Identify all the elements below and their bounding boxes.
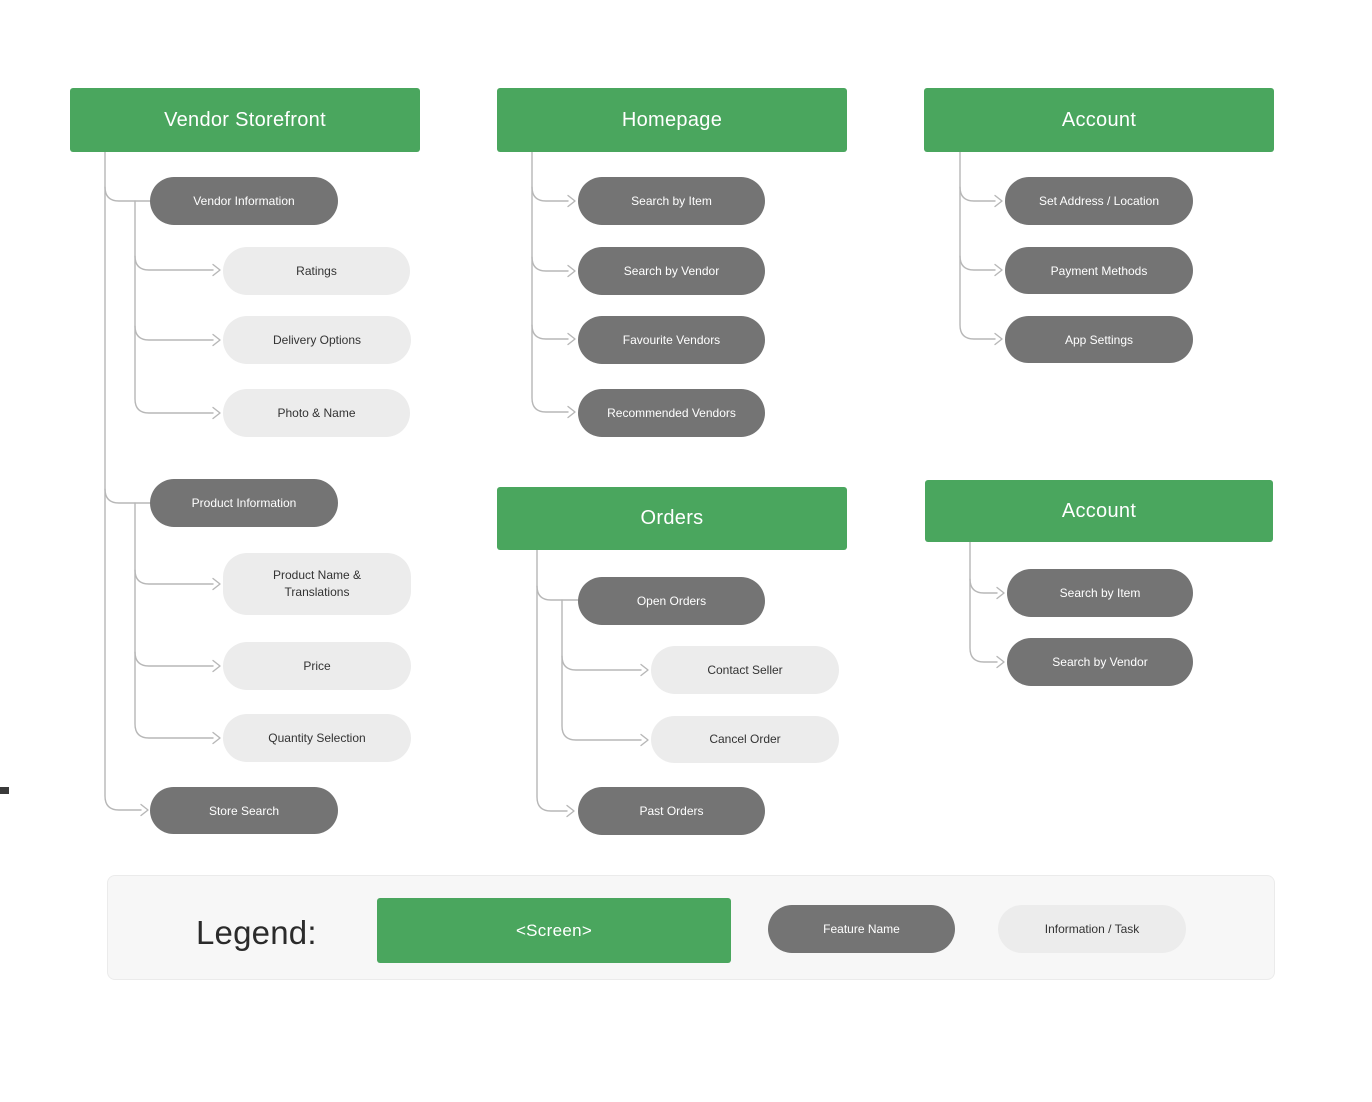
feature-set-address-location: Set Address / Location [1005, 177, 1193, 225]
feature-product-information: Product Information [150, 479, 338, 527]
task-quantity-selection: Quantity Selection [223, 714, 411, 762]
task-cancel-order: Cancel Order [651, 716, 839, 763]
task-delivery-options: Delivery Options [223, 316, 411, 364]
screen-vendor-storefront: Vendor Storefront [70, 88, 420, 152]
feature-recommended-vendors: Recommended Vendors [578, 389, 765, 437]
feature-search-by-item-2: Search by Item [1007, 569, 1193, 617]
feature-vendor-information: Vendor Information [150, 177, 338, 225]
legend-task-sample: Information / Task [998, 905, 1186, 953]
legend-heading: Legend: [196, 914, 317, 951]
feature-search-by-item: Search by Item [578, 177, 765, 225]
feature-app-settings: App Settings [1005, 316, 1193, 363]
task-price: Price [223, 642, 411, 690]
task-product-name-translations: Product Name & Translations [223, 553, 411, 615]
feature-past-orders: Past Orders [578, 787, 765, 835]
screen-account-top: Account [924, 88, 1274, 152]
task-contact-seller: Contact Seller [651, 646, 839, 694]
legend-feature-sample: Feature Name [768, 905, 955, 953]
task-ratings: Ratings [223, 247, 410, 295]
feature-store-search: Store Search [150, 787, 338, 834]
screen-account-bottom: Account [925, 480, 1273, 542]
legend-screen-sample: <Screen> [377, 898, 731, 963]
feature-search-by-vendor: Search by Vendor [578, 247, 765, 295]
task-photo-and-name: Photo & Name [223, 389, 410, 437]
feature-open-orders: Open Orders [578, 577, 765, 625]
screen-homepage: Homepage [497, 88, 847, 152]
feature-favourite-vendors: Favourite Vendors [578, 316, 765, 364]
feature-payment-methods: Payment Methods [1005, 247, 1193, 294]
edge-artifact-mark [0, 787, 9, 794]
screen-orders: Orders [497, 487, 847, 550]
feature-search-by-vendor-2: Search by Vendor [1007, 638, 1193, 686]
